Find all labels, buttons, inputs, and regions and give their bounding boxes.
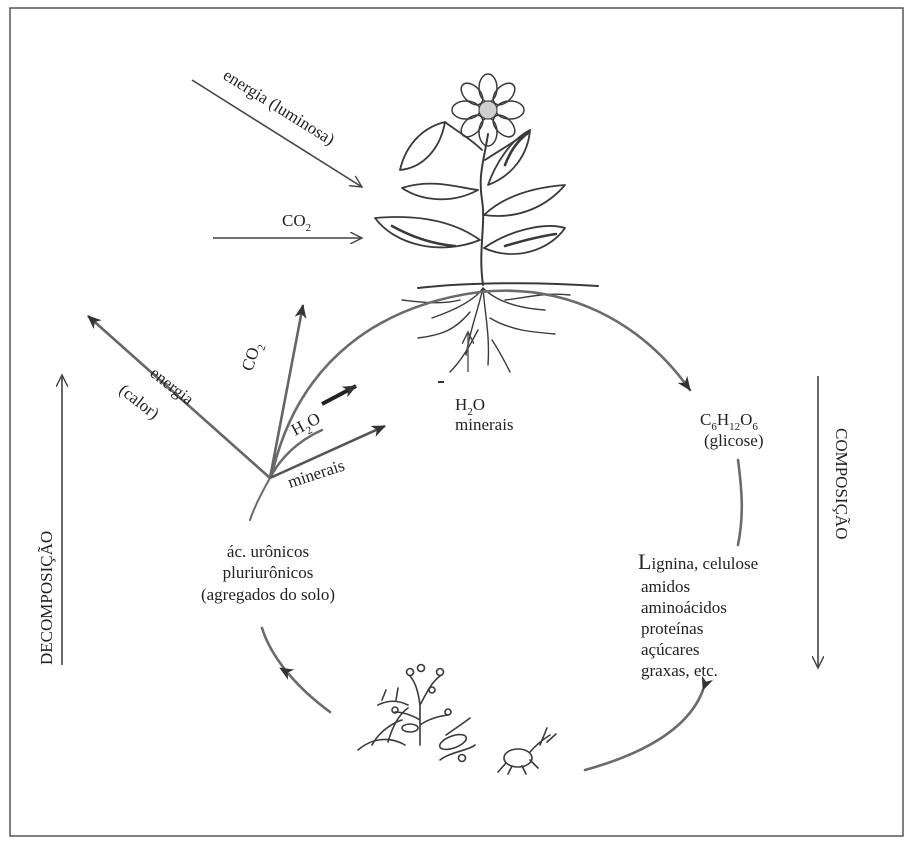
co2-release-label: CO2 bbox=[238, 340, 269, 375]
compound-item: amidos bbox=[641, 577, 690, 596]
compound-item: açúcares bbox=[641, 640, 700, 659]
soil-acids-line-1: ác. urônicos bbox=[227, 542, 309, 561]
compound-item: aminoácidos bbox=[641, 598, 727, 617]
compound-item: graxas, etc. bbox=[641, 661, 718, 680]
compounds-first-line: Lignina, celulose bbox=[638, 549, 758, 574]
compound-list: amidos aminoácidos proteínas açúcares graxas… bbox=[641, 577, 727, 680]
mite-decomposer-icon bbox=[498, 728, 556, 774]
h2o-release-arrow bbox=[322, 386, 356, 404]
glucose-name: (glicose) bbox=[704, 431, 763, 450]
composition-label: COMPOSIÇÃO bbox=[832, 428, 851, 539]
compound-item: proteínas bbox=[641, 619, 703, 638]
minerals-release-label: minerais bbox=[285, 456, 347, 492]
soil-acids-line-3: (agregados do solo) bbox=[201, 585, 335, 604]
light-energy-label: energia (luminosa) bbox=[220, 65, 338, 149]
plant-illustration bbox=[375, 74, 598, 382]
co2-input-label: CO2 bbox=[282, 211, 311, 234]
glucose-formula: C6H12O6 bbox=[700, 410, 758, 433]
cycle-arc-right bbox=[738, 460, 742, 545]
energy-release-label-2: (calor) bbox=[116, 380, 163, 423]
cycle-arc-top bbox=[273, 291, 690, 470]
cycle-arc-bottom-left bbox=[262, 628, 330, 712]
co2-release-arrow bbox=[270, 305, 303, 478]
decomposition-label: DECOMPOSIÇÃO bbox=[37, 531, 56, 665]
fungi-decomposers-icon bbox=[358, 665, 475, 762]
soil-acids-line-2: pluriurônicos bbox=[223, 563, 314, 582]
cycle-arc-bottom-right bbox=[585, 690, 703, 770]
minerals-uptake-label: minerais bbox=[455, 415, 514, 434]
